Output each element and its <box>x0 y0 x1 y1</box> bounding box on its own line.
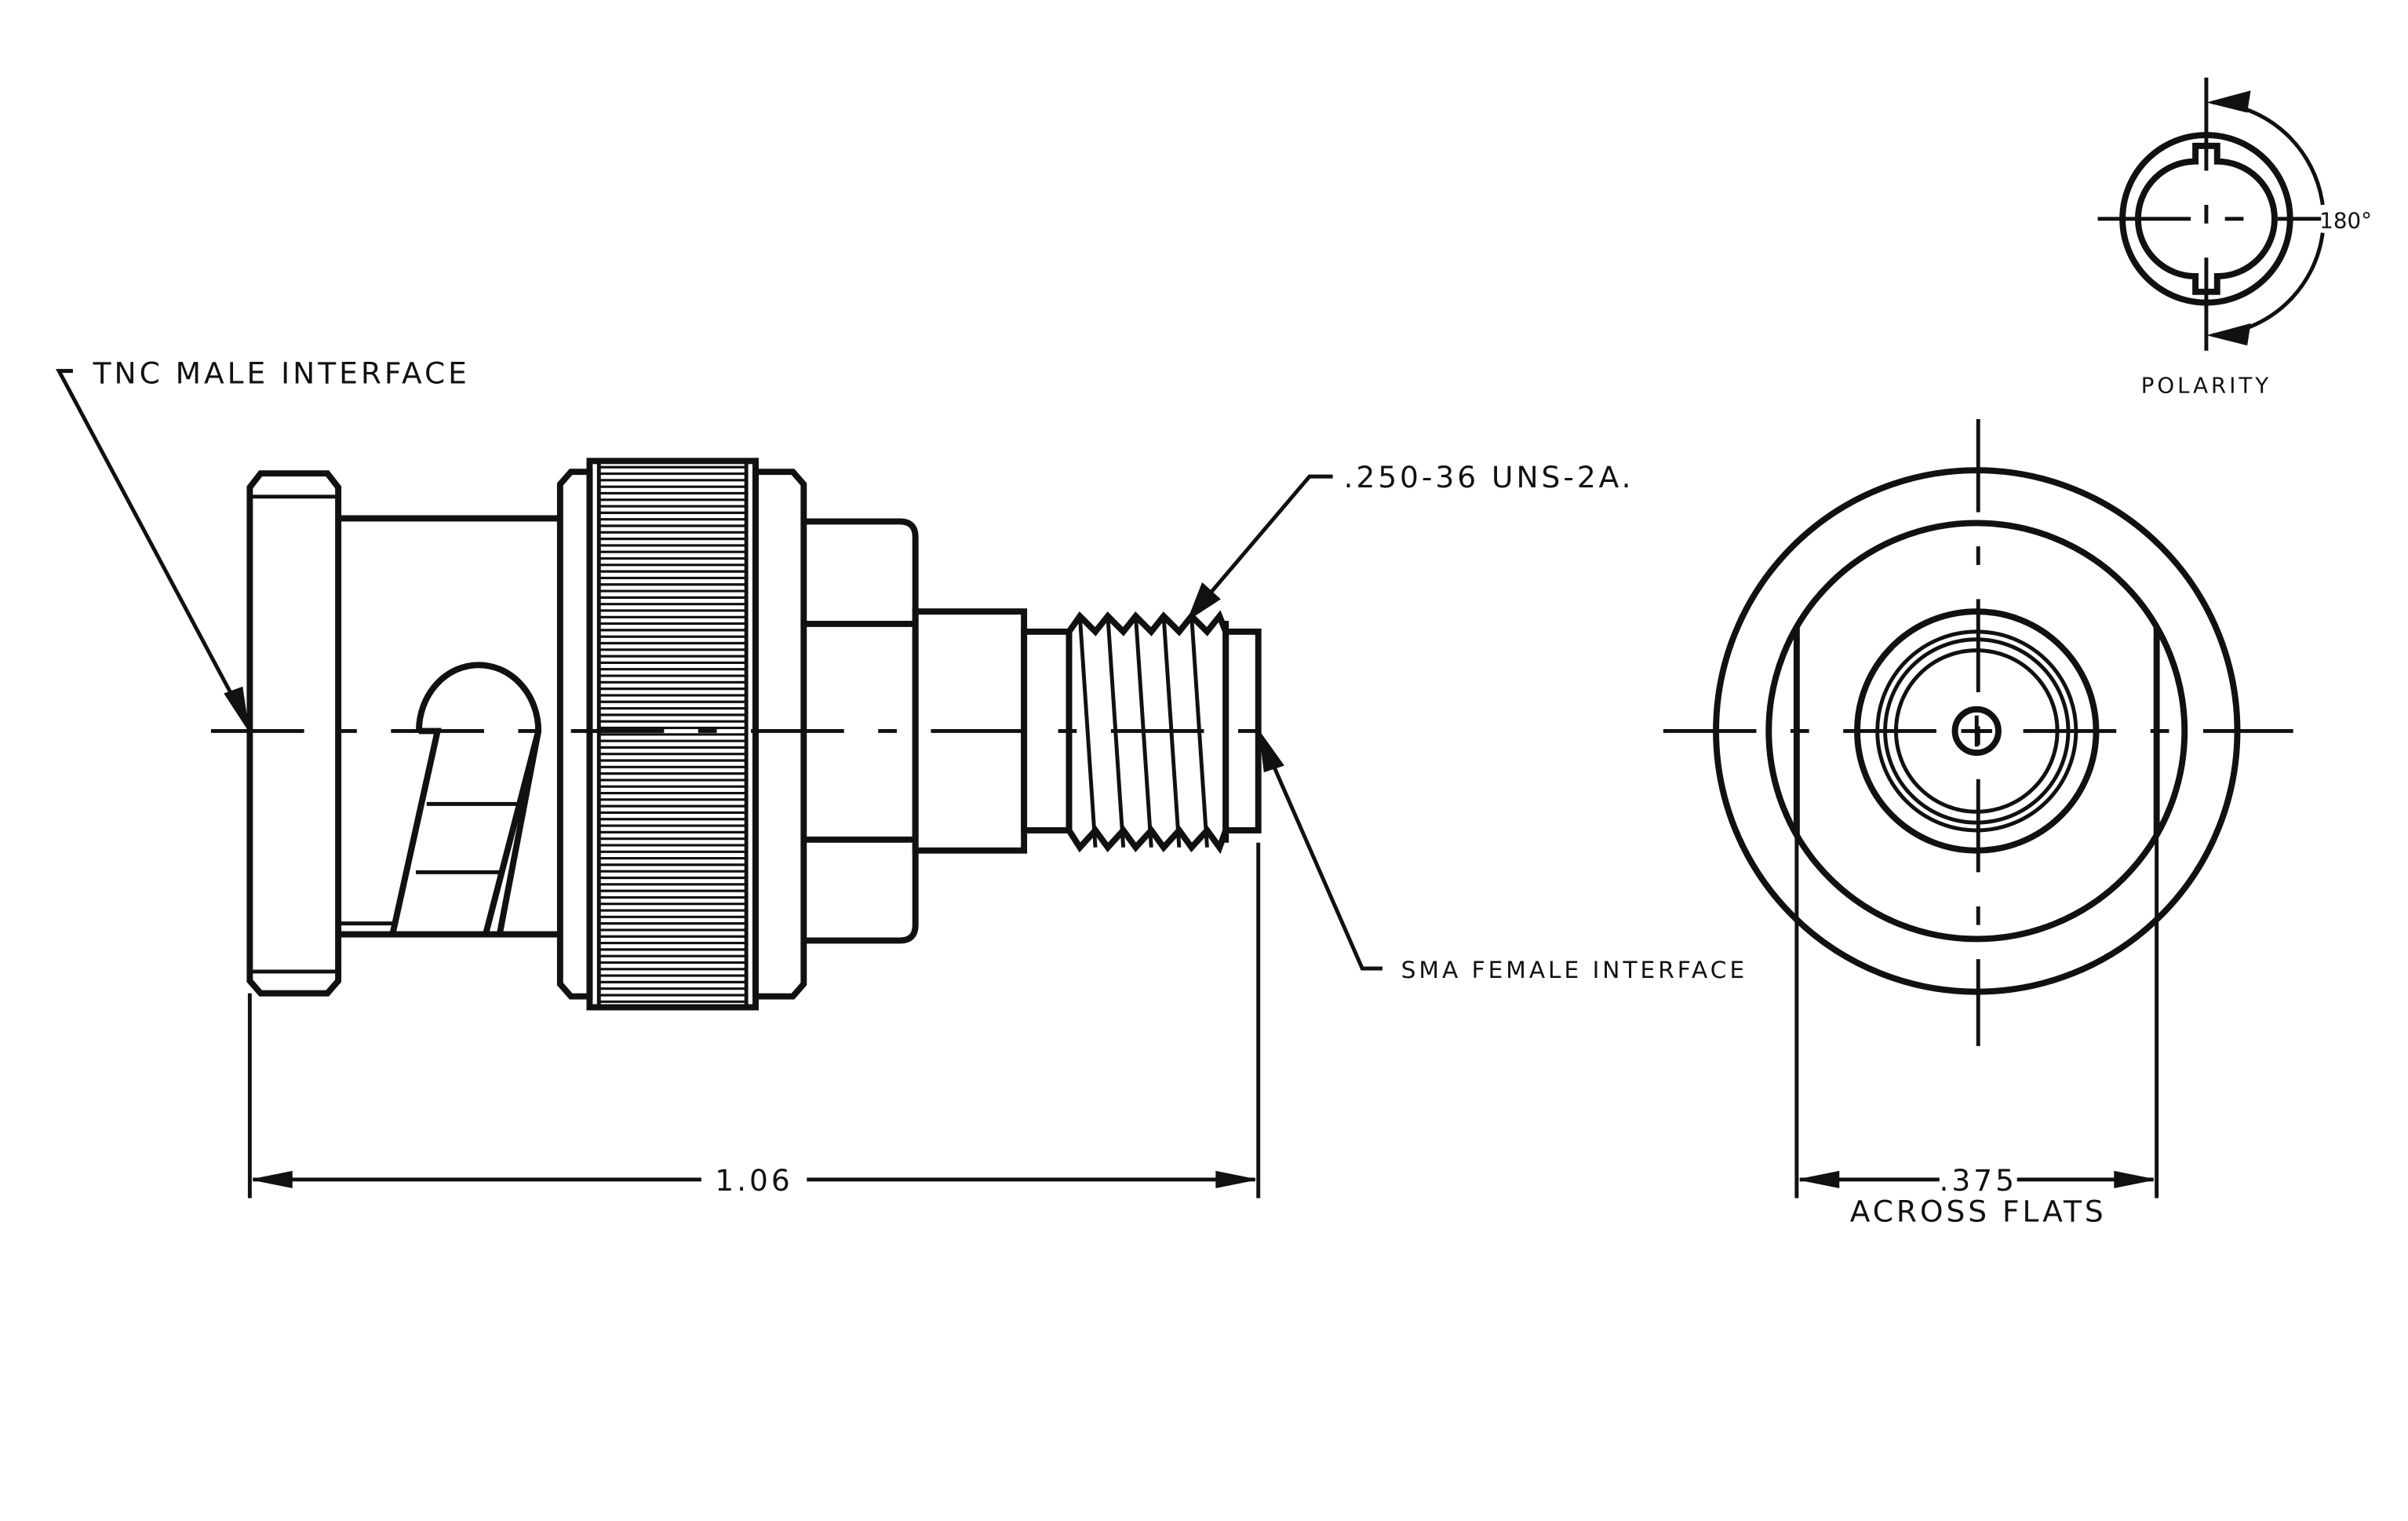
nut-right-collar <box>752 469 807 1000</box>
sma-thread-section <box>1066 610 1262 855</box>
thread-spec-leader <box>1186 474 1333 622</box>
interface-outer-ring <box>1854 608 2100 854</box>
tnc-male-leader <box>56 369 250 730</box>
overall-length-dimension <box>247 842 1261 1198</box>
thread-spec-label: .250-36 UNS-2A. <box>1343 460 1634 494</box>
tnc-body <box>338 515 560 938</box>
side-view <box>56 369 1383 1198</box>
overall-length-value: 1.06 <box>715 1163 792 1198</box>
interface-ring-4 <box>1893 648 2060 814</box>
polarity-angle-label: 180° <box>2319 208 2372 234</box>
across-flats-value: .375 <box>1940 1163 2017 1198</box>
interface-ring-3 <box>1883 637 2071 825</box>
end-view-outer-circle <box>1713 467 2241 995</box>
across-flats-text: ACROSS FLATS <box>1850 1194 2107 1228</box>
tnc-male-interface-label: TNC MALE INTERFACE <box>93 356 470 390</box>
center-contact <box>1951 706 2002 757</box>
sma-female-leader <box>1259 731 1383 971</box>
end-view <box>1663 418 2293 1198</box>
knurled-coupling-nut <box>586 458 759 1011</box>
nut-left-collar <box>556 469 593 1000</box>
tnc-flange <box>246 470 342 997</box>
across-flats-dimension <box>1794 834 2159 1198</box>
polarity-label: POLARITY <box>2141 372 2271 398</box>
sma-female-interface-label: SMA FEMALE INTERFACE <box>1401 956 1748 983</box>
interface-ring-2 <box>1875 629 2078 833</box>
polarity-outer-circle <box>2119 132 2293 306</box>
polarity-keyed-bore <box>2135 142 2278 295</box>
polarity-view <box>2097 77 2325 360</box>
end-view-hex-circle <box>1765 520 2188 943</box>
